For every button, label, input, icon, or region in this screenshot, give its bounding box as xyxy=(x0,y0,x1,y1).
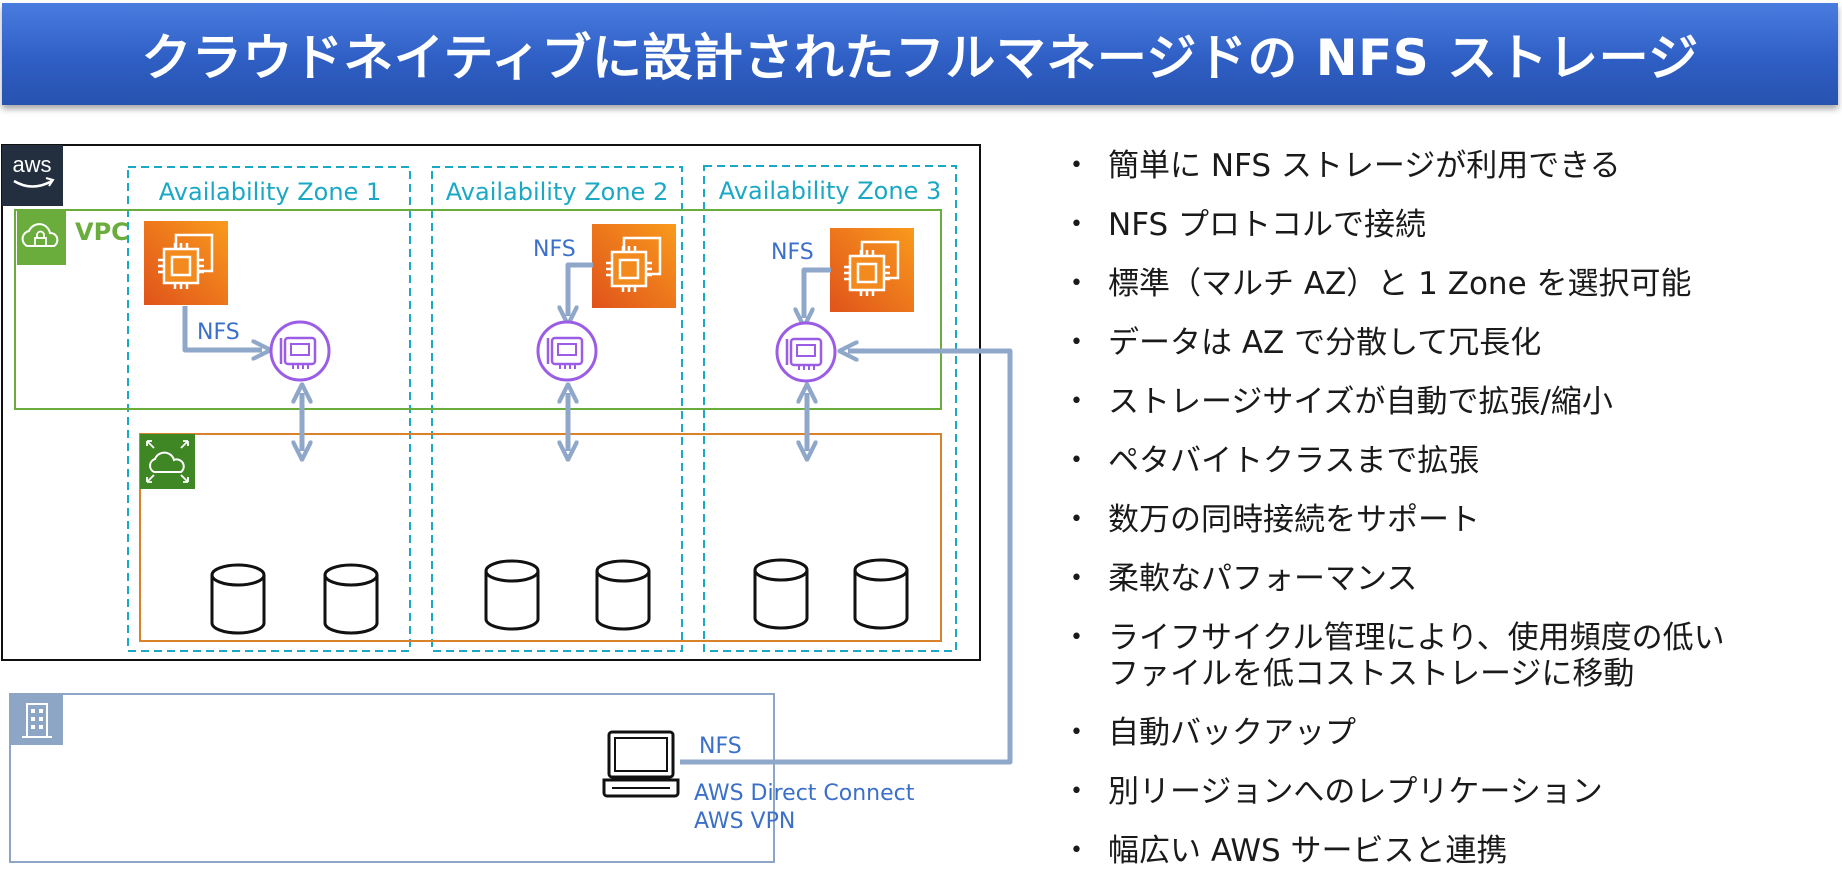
building-icon xyxy=(10,694,63,745)
network-interface-icon xyxy=(536,320,598,382)
feature-item: NFS プロトコルで接続 xyxy=(1068,207,1828,243)
feature-item: ペタバイトクラスまで拡張 xyxy=(1068,443,1828,479)
network-interface-icon xyxy=(269,320,331,382)
corporate-data-center-frame xyxy=(9,693,775,863)
vpc-label: VPC xyxy=(75,218,129,246)
feature-text: 別リージョンへのレプリケーション xyxy=(1108,774,1603,810)
storage-cylinder-icon xyxy=(323,563,379,635)
feature-item: 幅広い AWS サービスと連携 xyxy=(1068,833,1828,869)
storage-cylinder-icon xyxy=(753,558,809,630)
feature-item: 標準（マルチ AZ）と 1 Zone を選択可能 xyxy=(1068,266,1828,302)
feature-text: 柔軟なパフォーマンス xyxy=(1108,561,1418,597)
feature-text: 幅広い AWS サービスと連携 xyxy=(1108,833,1508,869)
direct-connect-line xyxy=(680,351,1013,765)
direct-connect-label: AWS Direct Connect xyxy=(694,781,915,806)
storage-cylinder-icon xyxy=(484,559,540,631)
vpc-lock-icon xyxy=(17,210,66,265)
aws-cloud-frame xyxy=(1,144,981,661)
client-computer-icon xyxy=(602,730,680,798)
feature-item: データは AZ で分散して冗長化 xyxy=(1068,325,1828,361)
zone-label-1: Availability Zone 1 xyxy=(159,178,381,206)
efs-file-system-frame xyxy=(139,433,942,642)
feature-text: 簡単に NFS ストレージが利用できる xyxy=(1108,148,1621,184)
zone-label-3: Availability Zone 3 xyxy=(719,177,941,205)
client-nfs-label: NFS xyxy=(699,734,742,759)
nfs-label: NFS xyxy=(197,320,240,345)
feature-item: 数万の同時接続をサポート xyxy=(1068,502,1828,538)
zone-label-2: Availability Zone 2 xyxy=(446,178,668,206)
aws-logo-icon: aws xyxy=(2,145,63,206)
storage-cylinder-icon xyxy=(595,559,651,631)
feature-item: ストレージサイズが自動で拡張/縮小 xyxy=(1068,384,1828,420)
nfs-label: NFS xyxy=(771,240,814,265)
feature-item: 別リージョンへのレプリケーション xyxy=(1068,774,1828,810)
efs-icon xyxy=(140,434,195,489)
feature-text: ライフサイクル管理により、使用頻度の低い xyxy=(1108,620,1725,656)
vpn-label: AWS VPN xyxy=(694,809,795,834)
feature-text-continued: ファイルを低コストストレージに移動 xyxy=(1108,656,1635,692)
feature-text: データは AZ で分散して冗長化 xyxy=(1108,325,1542,361)
page-title: クラウドネイティブに設計されたフルマネージドの NFS ストレージ xyxy=(141,29,1699,87)
feature-text: 標準（マルチ AZ）と 1 Zone を選択可能 xyxy=(1108,266,1692,302)
nfs-arrow xyxy=(568,262,593,316)
ec2-instance-icon xyxy=(828,226,916,314)
network-interface-icon xyxy=(775,321,837,383)
ec2-instance-icon xyxy=(142,219,230,307)
feature-item: 簡単に NFS ストレージが利用できる xyxy=(1068,148,1828,184)
feature-text: 数万の同時接続をサポート xyxy=(1108,502,1480,538)
nfs-arrow xyxy=(804,267,831,318)
nfs-arrow xyxy=(182,306,262,350)
aws-logo-text: aws xyxy=(12,152,51,177)
feature-item: ライフサイクル管理により、使用頻度の低い ファイルを低コストストレージに移動 xyxy=(1068,620,1828,692)
feature-item: 自動バックアップ xyxy=(1068,715,1828,751)
feature-text: 自動バックアップ xyxy=(1108,715,1356,751)
ec2-instance-icon xyxy=(590,222,678,310)
feature-text: ストレージサイズが自動で拡張/縮小 xyxy=(1108,384,1613,420)
title-bar: クラウドネイティブに設計されたフルマネージドの NFS ストレージ xyxy=(2,3,1838,105)
vpc-frame xyxy=(14,209,942,410)
availability-zone-3 xyxy=(703,165,957,652)
storage-cylinder-icon xyxy=(210,563,266,635)
architecture-diagram: aws Availability Zone 1 Availability Zon… xyxy=(1,144,1013,863)
nfs-label: NFS xyxy=(533,237,576,262)
feature-text: ペタバイトクラスまで拡張 xyxy=(1108,443,1480,479)
feature-text: NFS プロトコルで接続 xyxy=(1108,207,1427,243)
feature-item: 柔軟なパフォーマンス xyxy=(1068,561,1828,597)
storage-cylinder-icon xyxy=(853,558,909,630)
feature-list: 簡単に NFS ストレージが利用できる NFS プロトコルで接続 標準（マルチ … xyxy=(1068,148,1828,892)
